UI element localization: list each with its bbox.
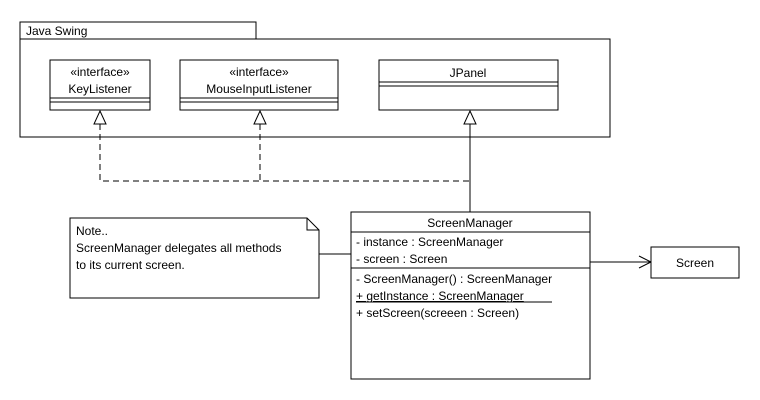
class-name: KeyListener xyxy=(68,82,131,96)
class-screen-manager[interactable]: ScreenManager - instance : ScreenManager… xyxy=(350,211,591,380)
class-name: JPanel xyxy=(450,66,487,80)
note-shape xyxy=(69,217,320,299)
generalization-arrowhead xyxy=(463,109,477,125)
class-name: Screen xyxy=(676,256,714,270)
generalization-edge-jpanel xyxy=(463,109,477,212)
note-title: Note.. xyxy=(76,224,108,238)
operation-get-instance: + getInstance : ScreenManager xyxy=(356,289,524,303)
class-jpanel[interactable]: JPanel xyxy=(378,59,559,111)
note-text-line: to its current screen. xyxy=(76,258,185,272)
note[interactable]: Note.. ScreenManager delegates all metho… xyxy=(69,217,320,299)
class-screen[interactable]: Screen xyxy=(650,246,740,279)
stereotype-label: «interface» xyxy=(229,65,289,79)
note-text-line: ScreenManager delegates all methods xyxy=(76,241,281,255)
attribute-screen: - screen : Screen xyxy=(356,252,447,266)
association-edge-screen xyxy=(590,255,653,269)
stereotype-label: «interface» xyxy=(70,65,130,79)
realization-arrowhead xyxy=(93,109,107,125)
class-name: MouseInputListener xyxy=(206,82,311,96)
class-name: ScreenManager xyxy=(427,216,512,230)
class-key-listener[interactable]: «interface» KeyListener xyxy=(49,59,151,111)
class-box xyxy=(350,211,591,380)
class-box xyxy=(650,246,740,279)
package-name: Java Swing xyxy=(26,24,87,38)
note-folded-corner xyxy=(306,218,319,231)
class-mouse-input-listener[interactable]: «interface» MouseInputListener xyxy=(179,59,339,111)
realization-arrowhead xyxy=(253,109,267,125)
realization-edges xyxy=(93,109,470,182)
operation-constructor: - ScreenManager() : ScreenManager xyxy=(356,272,552,286)
attribute-instance: - instance : ScreenManager xyxy=(356,235,503,249)
operation-set-screen: + setScreen(screeen : Screen) xyxy=(356,306,519,320)
class-box xyxy=(378,59,559,111)
realization-line-key-listener xyxy=(99,124,470,182)
